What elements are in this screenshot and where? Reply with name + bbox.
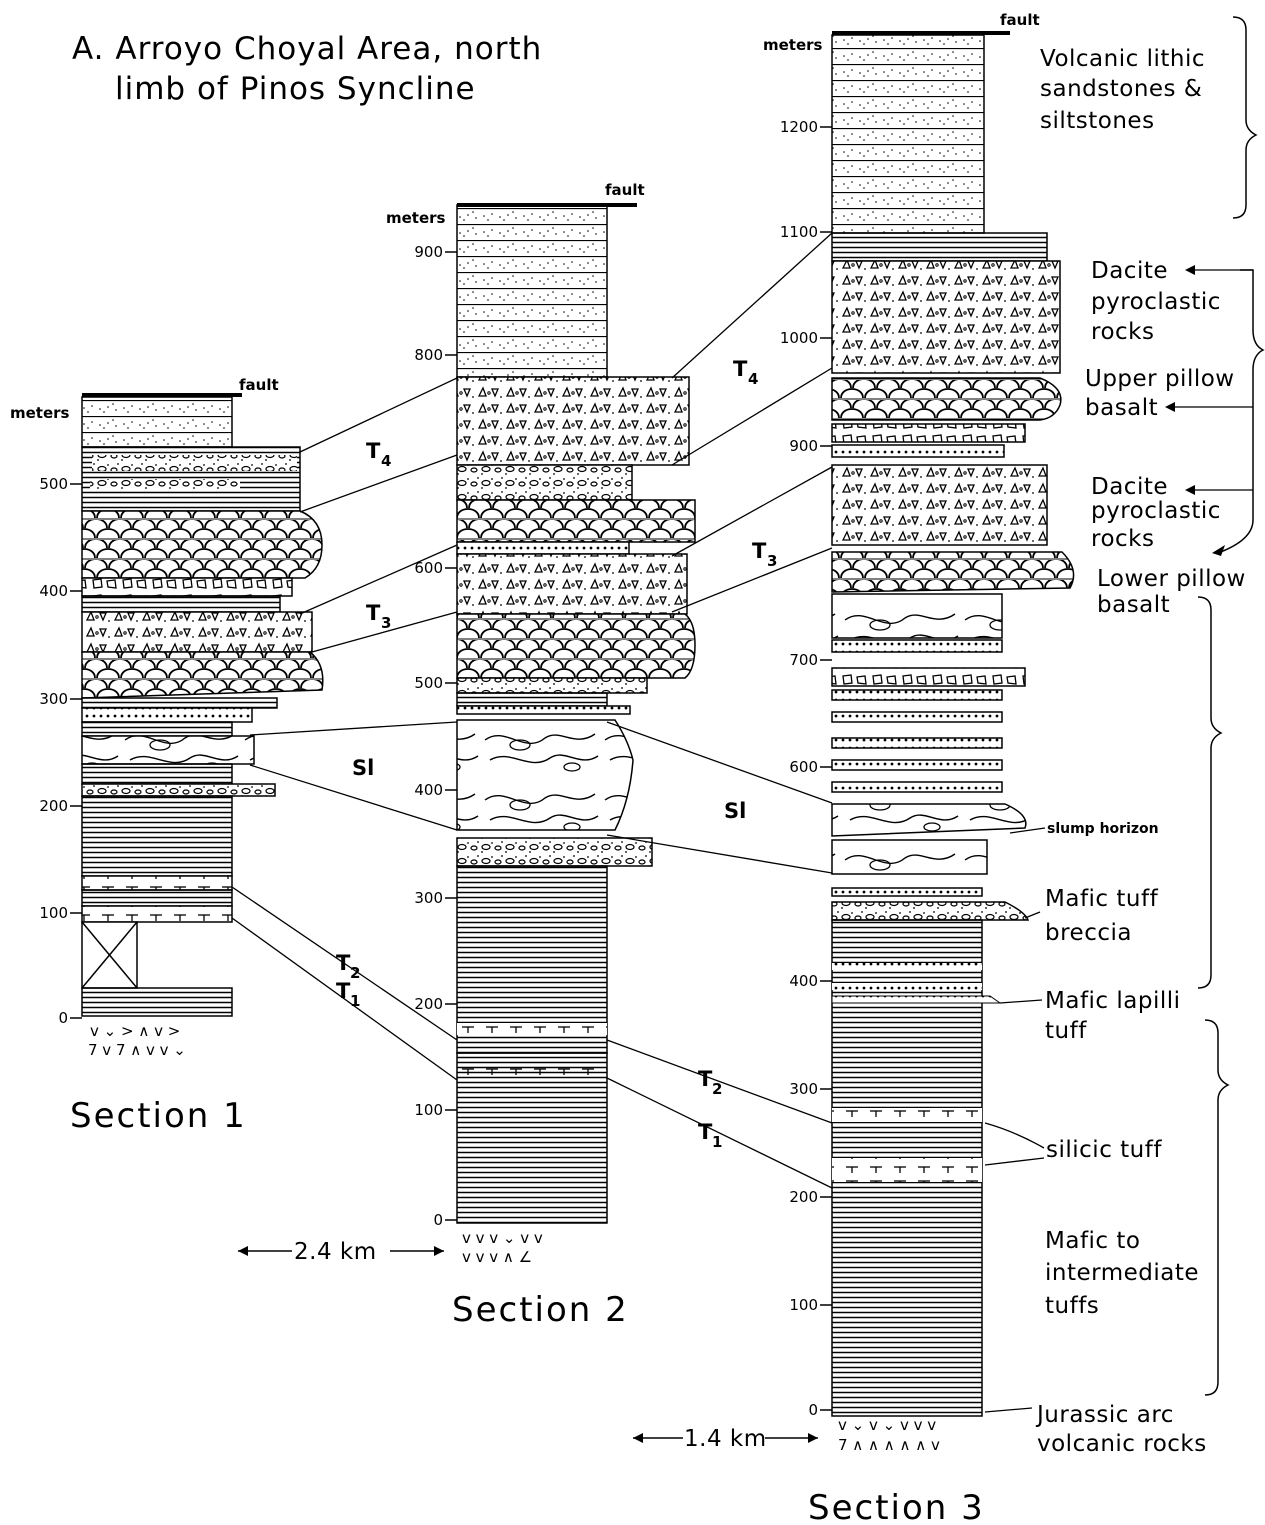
- correlation-t1-label: T: [336, 979, 351, 1003]
- axis-tick-label: 1100: [780, 223, 818, 241]
- section-1-column: v ⌄ > ∧ v > 7 v 7 ∧ v v ⌄: [82, 395, 323, 1059]
- basement-symbol: 7 ∧ ∧ ∧ ∧ ∧ v: [838, 1436, 940, 1454]
- axis-tick-label: 1000: [780, 329, 818, 347]
- label-mafic-intermediate-3: tuffs: [1045, 1293, 1099, 1319]
- label-volcanic-lithic-2: sandstones &: [1040, 76, 1202, 102]
- section-1-axis-unit: meters: [10, 404, 70, 422]
- unit-labels: Volcanic lithic sandstones & siltstones …: [1035, 46, 1246, 1457]
- correlation-t1-subscript: 1: [712, 1133, 722, 1151]
- correlation-t4-label: T: [733, 357, 748, 381]
- axis-tick-label: 300: [789, 1080, 818, 1098]
- axis-tick-label: 0: [58, 1009, 68, 1027]
- axis-tick-label: 200: [789, 1188, 818, 1206]
- axis-tick-label: 500: [414, 674, 443, 692]
- basement-symbol: v v v ⌄ v v: [462, 1229, 543, 1247]
- section-2-column: v v v ⌄ v v v v v ∧ ∠: [457, 205, 695, 1266]
- correlation-t4-subscript: 4: [748, 370, 758, 388]
- label-dacite-upper-3: rocks: [1091, 319, 1154, 345]
- label-lower-pillow-2: basalt: [1097, 592, 1170, 618]
- basement-symbol: v ⌄ v ⌄ v v v: [838, 1416, 936, 1434]
- axis-tick-label: 200: [414, 995, 443, 1013]
- section-2-axis-unit: meters: [386, 209, 446, 227]
- axis-tick-label: 400: [789, 972, 818, 990]
- label-mafic-lapilli-1: Mafic lapilli: [1045, 988, 1181, 1014]
- label-mafic-tuff-breccia-2: breccia: [1045, 920, 1132, 946]
- correlation-t3-subscript: 3: [767, 552, 777, 570]
- label-mafic-intermediate-1: Mafic to: [1045, 1228, 1140, 1254]
- section-3-title: Section 3: [808, 1488, 985, 1525]
- axis-tick-label: 900: [414, 243, 443, 261]
- section-1-fault-label: fault: [239, 376, 279, 394]
- basement-symbol: v v v ∧ ∠: [462, 1248, 532, 1266]
- correlation-t2-subscript: 2: [712, 1080, 722, 1098]
- axis-tick-label: 1200: [780, 118, 818, 136]
- label-jurassic-arc-1: Jurassic arc: [1035, 1402, 1174, 1428]
- label-dacite-lower-1: Dacite: [1091, 474, 1168, 500]
- label-slump-horizon: slump horizon: [1047, 821, 1159, 837]
- axis-tick-label: 100: [39, 904, 68, 922]
- correlation-t4-subscript: 4: [381, 452, 391, 470]
- label-upper-pillow-1: Upper pillow: [1085, 366, 1235, 392]
- label-dacite-upper-1: Dacite: [1091, 258, 1168, 284]
- axis-tick-label: 300: [39, 690, 68, 708]
- axis-tick-label: 0: [808, 1401, 818, 1419]
- label-dacite-upper-2: pyroclastic: [1091, 289, 1221, 315]
- section-1-axis: 500 400 300 200 100 0: [39, 475, 82, 1027]
- correlation-t3-label: T: [752, 539, 767, 563]
- figure-title-line2: limb of Pinos Syncline: [115, 71, 476, 107]
- section-2-title: Section 2: [452, 1290, 629, 1330]
- axis-tick-label: 100: [414, 1101, 443, 1119]
- correlation-t1-subscript: 1: [350, 992, 360, 1010]
- correlation-t2-label: T: [698, 1067, 713, 1091]
- axis-tick-label: 0: [433, 1211, 443, 1229]
- correlation-t1-label: T: [698, 1120, 713, 1144]
- label-mafic-lapilli-2: tuff: [1045, 1018, 1087, 1044]
- correlation-t2-subscript: 2: [350, 964, 360, 982]
- label-dacite-lower-2: pyroclastic: [1091, 498, 1221, 524]
- axis-tick-label: 700: [789, 651, 818, 669]
- correlation-t4-label: T: [366, 439, 381, 463]
- label-volcanic-lithic-1: Volcanic lithic: [1040, 46, 1205, 72]
- label-mafic-intermediate-2: intermediate: [1045, 1260, 1199, 1286]
- correlation-slump-label: Sl: [724, 799, 746, 823]
- axis-tick-label: 500: [39, 475, 68, 493]
- correlation-t3-label: T: [366, 601, 381, 625]
- distance-label-section2-section3: 1.4 km: [684, 1426, 767, 1452]
- label-upper-pillow-2: basalt: [1085, 395, 1158, 421]
- axis-tick-label: 800: [414, 346, 443, 364]
- label-jurassic-arc-2: volcanic rocks: [1037, 1431, 1207, 1457]
- section-3-column: v ⌄ v ⌄ v v v 7 ∧ ∧ ∧ ∧ ∧ v: [832, 33, 1074, 1454]
- section-3-fault-label: fault: [1000, 11, 1040, 29]
- label-volcanic-lithic-3: siltstones: [1040, 108, 1155, 134]
- figure-title-line1: A. Arroyo Choyal Area, north: [72, 31, 542, 67]
- axis-tick-label: 400: [39, 582, 68, 600]
- distance-label-section1-section2: 2.4 km: [294, 1239, 377, 1265]
- section-2-fault-label: fault: [605, 181, 645, 199]
- label-lower-pillow-1: Lower pillow: [1097, 566, 1246, 592]
- axis-tick-label: 900: [789, 437, 818, 455]
- axis-tick-label: 300: [414, 889, 443, 907]
- axis-tick-label: 400: [414, 781, 443, 799]
- axis-tick-label: 600: [789, 758, 818, 776]
- range-braces: [1198, 17, 1263, 1395]
- correlation-slump-label: Sl: [352, 756, 374, 780]
- label-mafic-tuff-breccia-1: Mafic tuff: [1045, 886, 1159, 912]
- correlation-t3-subscript: 3: [381, 614, 391, 632]
- axis-tick-label: 200: [39, 797, 68, 815]
- axis-tick-label: 100: [789, 1296, 818, 1314]
- section-3-axis-unit: meters: [763, 36, 823, 54]
- section-1-title: Section 1: [70, 1096, 247, 1136]
- label-dacite-lower-3: rocks: [1091, 526, 1154, 552]
- basement-symbol: 7 v 7 ∧ v v ⌄: [88, 1041, 186, 1059]
- label-silicic-tuff: silicic tuff: [1046, 1137, 1162, 1163]
- basement-symbol: v ⌄ > ∧ v >: [90, 1022, 180, 1040]
- correlation-t2-label: T: [336, 951, 351, 975]
